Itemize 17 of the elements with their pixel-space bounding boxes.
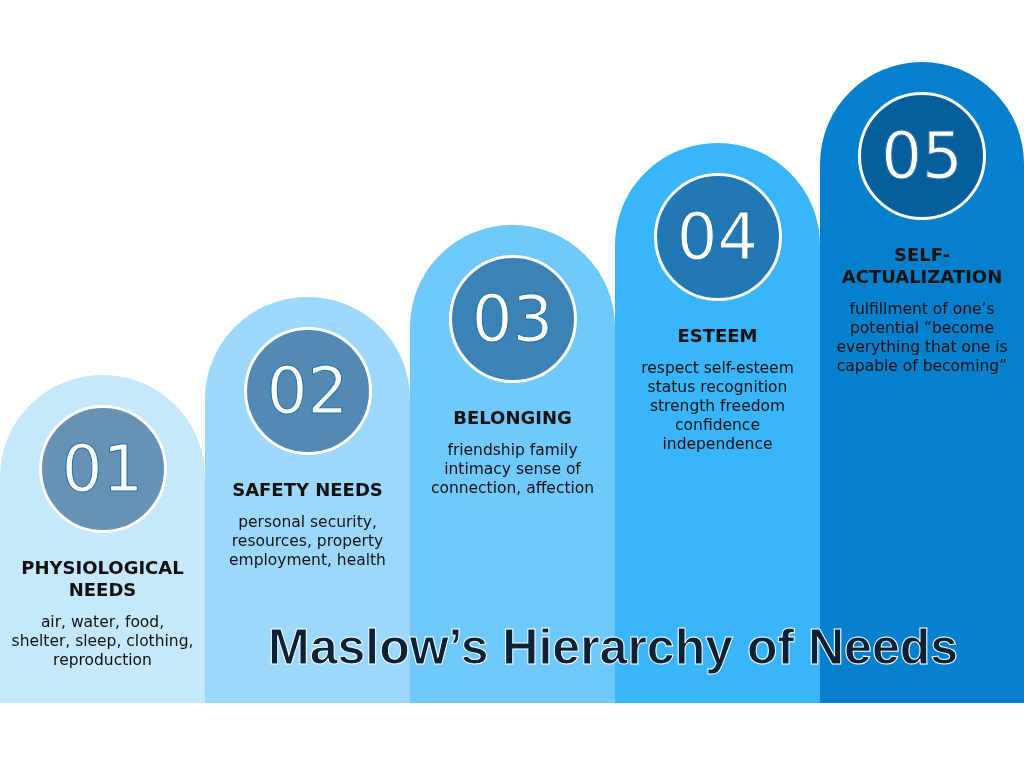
step-heading: BELONGING bbox=[453, 407, 572, 429]
step-heading: SAFETY NEEDS bbox=[232, 479, 383, 501]
step-number: 05 bbox=[858, 92, 986, 220]
step-number: 01 bbox=[38, 405, 167, 533]
step-description: respect self-esteem status recognition strength freedom confidence independence bbox=[640, 359, 795, 454]
step-heading: PHYSIOLOGICAL NEEDS bbox=[20, 557, 185, 601]
step-description: fulfillment of one’s potential “become everything that one is capable of becoming” bbox=[835, 300, 1009, 376]
step-description: air, water, food, shelter, sleep, clothing, reproduction bbox=[10, 613, 195, 670]
step-number: 02 bbox=[243, 327, 372, 455]
step-number: 04 bbox=[653, 173, 782, 301]
step-heading: SELF-ACTUALIZATION bbox=[840, 244, 1004, 288]
title: Maslow’s Hierarchy of Needs bbox=[268, 618, 959, 676]
step-description: friendship family intimacy sense of connection, affection bbox=[429, 441, 596, 498]
step-description: personal security, resources, property employment, health bbox=[228, 513, 387, 570]
step-heading: ESTEEM bbox=[677, 325, 758, 347]
step-number: 03 bbox=[448, 255, 577, 383]
step-arch bbox=[0, 375, 205, 703]
